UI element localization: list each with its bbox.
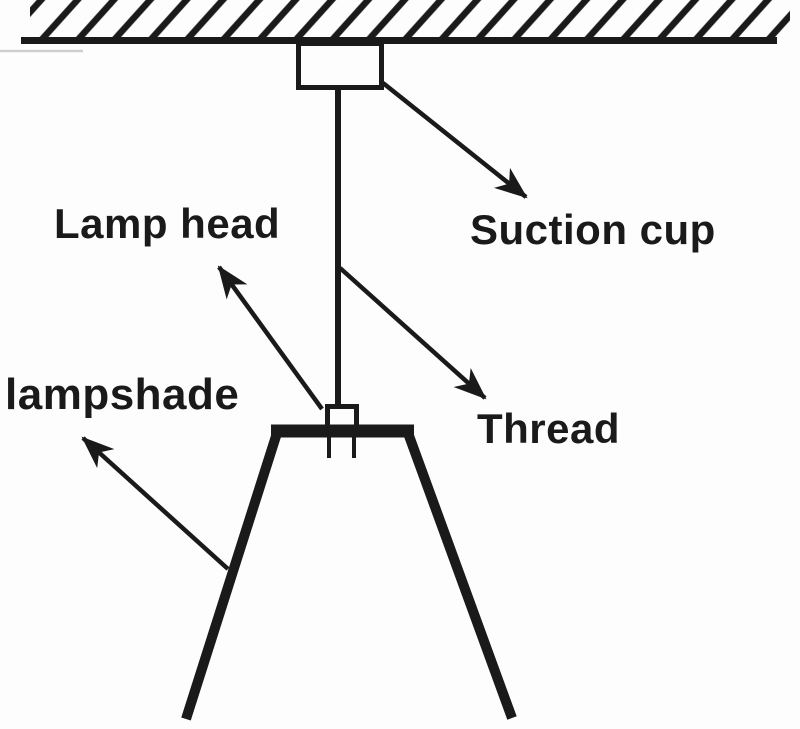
thread-arrow — [338, 266, 487, 400]
lampshade-shape — [181, 424, 517, 721]
lampshade-arrow — [81, 436, 230, 571]
ceiling — [0, 0, 790, 53]
lampshade-label: lampshade — [5, 370, 240, 419]
thread-label: Thread — [477, 405, 621, 452]
suction-cup-box — [296, 41, 384, 90]
lamp-head-arrow — [217, 265, 324, 411]
lampshade-left-side — [181, 431, 282, 721]
suction-cup-arrow — [381, 81, 528, 199]
lamp-head-label: Lamp head — [54, 200, 281, 247]
ceiling-hatching — [30, 0, 790, 37]
suction-cup-label: Suction cup — [470, 206, 716, 253]
lampshade-right-side — [403, 431, 517, 720]
